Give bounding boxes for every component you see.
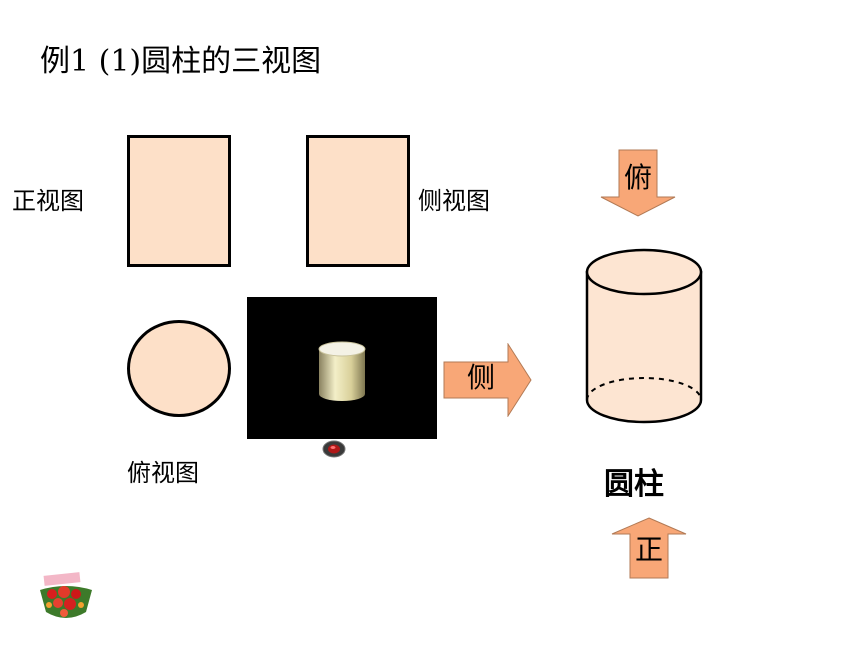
cylinder-label: 圆柱	[604, 467, 664, 502]
front-direction-arrow	[611, 517, 687, 579]
right-arrow-icon	[443, 342, 532, 418]
side-arrow-label: 侧	[466, 361, 495, 394]
play-button[interactable]	[322, 440, 346, 458]
side-view-rectangle	[306, 135, 410, 267]
up-arrow-icon	[611, 517, 687, 579]
slide-title: 例1 (1)圆柱的三视图	[40, 44, 322, 79]
front-arrow-label: 正	[634, 533, 663, 566]
top-view-circle	[127, 320, 231, 417]
record-button-icon	[322, 440, 346, 458]
down-arrow-icon	[600, 149, 676, 217]
flower-basket-icon	[40, 572, 92, 618]
cylinder-diagram	[585, 248, 705, 426]
cylinder-shape	[585, 248, 703, 424]
front-view-label: 正视图	[12, 187, 84, 215]
top-view-label: 俯视图	[127, 459, 199, 487]
front-view-rectangle	[127, 135, 231, 267]
rotating-cylinder-icon	[318, 341, 366, 401]
side-direction-arrow	[443, 342, 533, 418]
cylinder-animation-video[interactable]	[247, 297, 437, 439]
side-view-label: 侧视图	[418, 187, 490, 215]
flower-basket-clipart	[36, 572, 96, 624]
top-direction-arrow	[600, 149, 676, 217]
top-arrow-label: 俯	[623, 161, 652, 194]
